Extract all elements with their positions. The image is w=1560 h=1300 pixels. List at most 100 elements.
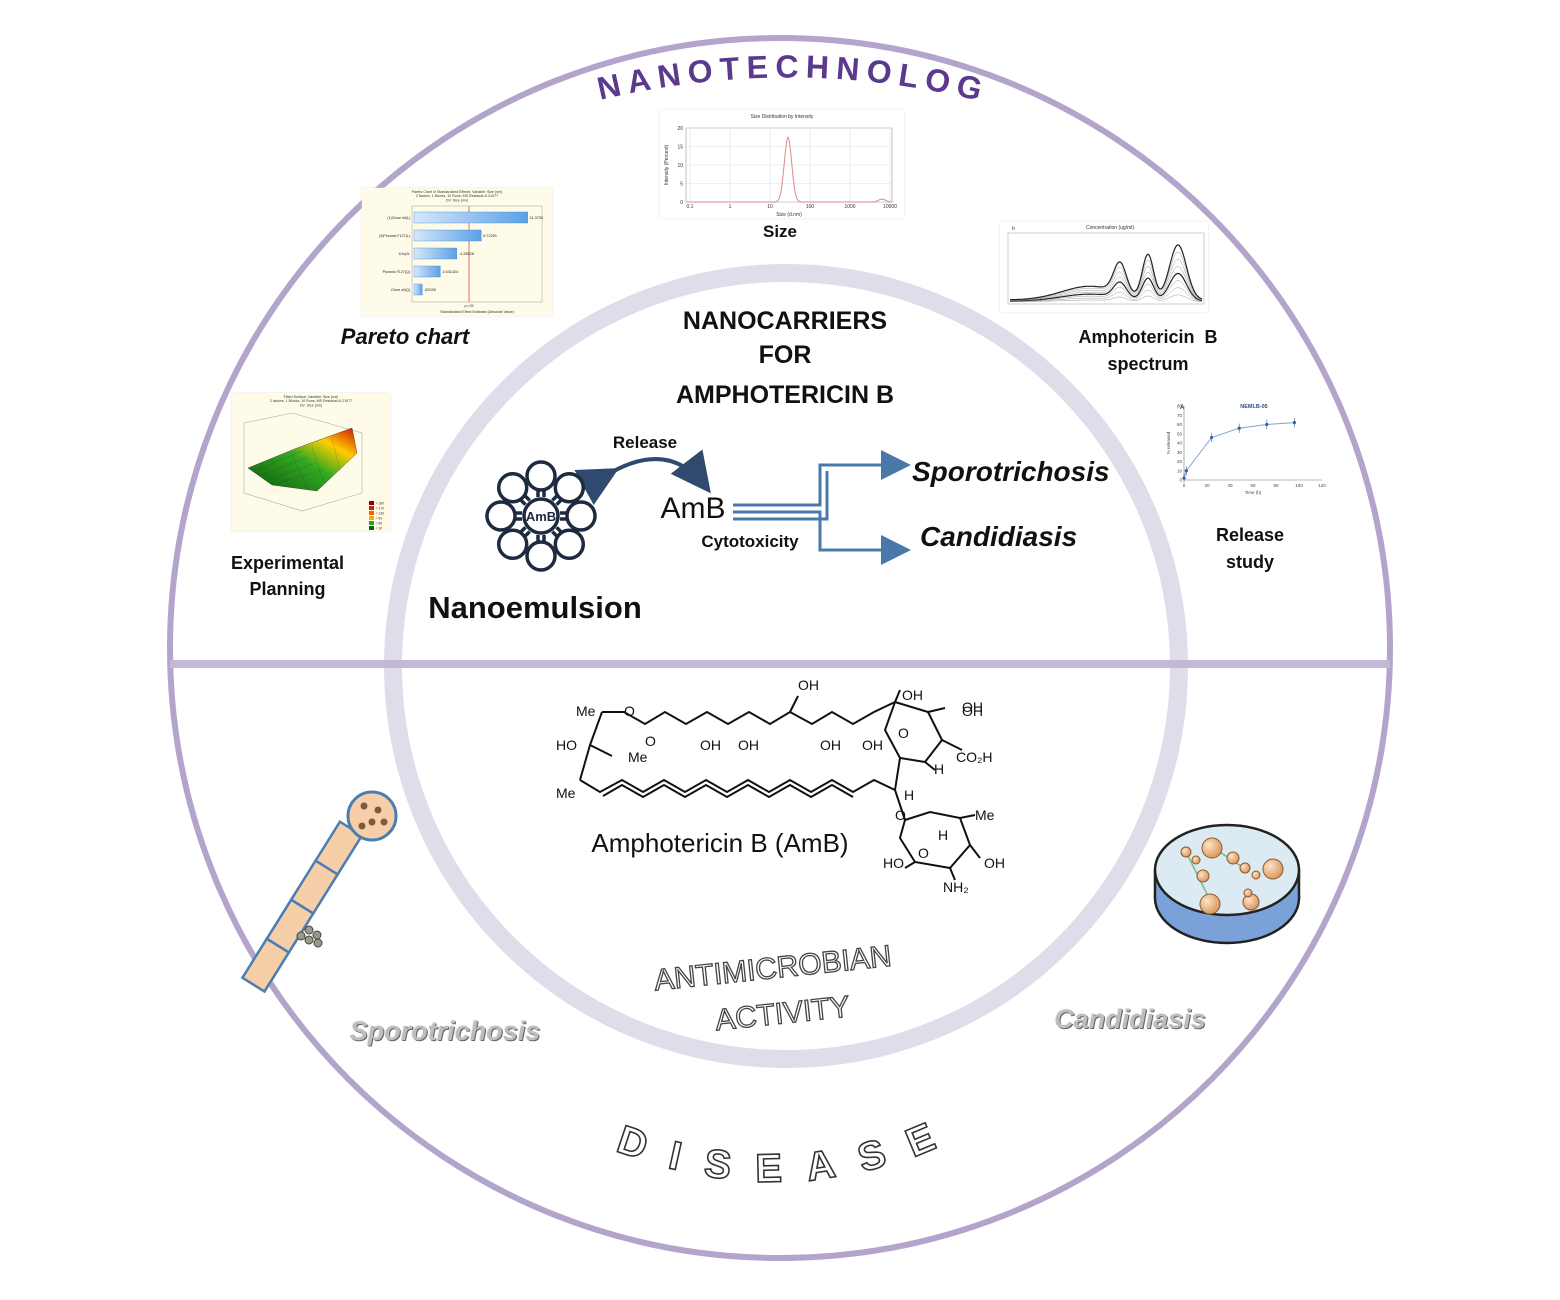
molecule-atom: OH: [820, 737, 841, 753]
release-xtick: 0: [1183, 483, 1186, 488]
pareto-chart-plot: Pareto Chart of Standardized Effects; Va…: [379, 190, 543, 314]
spectrum-series-line: [1010, 294, 1202, 302]
size-ytick: 0: [680, 200, 683, 206]
pareto-bar-value: 11.3702: [530, 216, 543, 220]
svg-text:ACTIVITY: ACTIVITY: [714, 990, 852, 1037]
nanocarriers-title-line-1: NANOCARRIERS: [682, 307, 888, 335]
release-ytick: 40: [1177, 441, 1183, 446]
size-ytick: 20: [677, 126, 683, 132]
pareto-bar-value: .82039: [424, 288, 436, 292]
molecule-atom: HO: [883, 855, 904, 871]
release-point: [1184, 469, 1188, 473]
droplet-surfactant-head: [496, 528, 529, 561]
experimental-planning-caption: Experimental Planning: [200, 550, 375, 602]
fitted-surface-thumbnail: Fitted Surface; Variable: Size (nm)2 fac…: [232, 393, 390, 531]
size-xtick: 100: [806, 204, 815, 210]
target-sporotrichosis: Sporotrichosis: [912, 456, 1110, 487]
surface-title-line: Fitted Surface; Variable: Size (nm): [284, 395, 339, 399]
release-point: [1237, 426, 1241, 430]
release-ytick: 30: [1177, 450, 1183, 455]
release-xtick: 120: [1318, 483, 1326, 488]
droplet-surfactant-head: [553, 471, 586, 504]
nanoemulsion-droplet-icon: [485, 460, 597, 572]
target-candidiasis: Candidiasis: [920, 521, 1078, 552]
pareto-bar: [413, 211, 528, 224]
pareto-bar: [413, 265, 441, 278]
spectrum-series-line: [1009, 280, 1203, 302]
molecule-atom: HO: [556, 737, 577, 753]
pareto-bar-value: 6.72291: [483, 234, 497, 238]
molecule-atom: NH₂: [943, 879, 969, 895]
size-xtick: 1000: [844, 204, 855, 210]
size-plot-xlabel: Size (d.nm): [776, 212, 802, 218]
surface-legend-label: < 170: [376, 506, 385, 510]
release-xtick: 80: [1273, 483, 1279, 488]
release-ytick: 70: [1177, 413, 1183, 418]
spectrum-panel-letter: b: [1012, 226, 1015, 232]
disease-candidiasis-label: Candidiasis: [1054, 1004, 1206, 1034]
release-xtick: 100: [1295, 483, 1303, 488]
pareto-chart-thumbnail: Pareto Chart of Standardized Effects; Va…: [362, 188, 552, 316]
release-ytick: 20: [1177, 459, 1183, 464]
candidiasis-petri-dish-icon: [1153, 823, 1301, 945]
molecule-atom: Me: [576, 703, 596, 719]
spectrum-caption-line-2: spectrum: [1107, 354, 1189, 374]
size-distribution-curve: [686, 136, 893, 203]
horizontal-divider: [170, 660, 1390, 668]
spectrum-plot: b Concentration (ug/ml): [1007, 225, 1205, 305]
droplet-surfactant-head: [525, 460, 557, 492]
spectrum-series-line: [1010, 266, 1203, 301]
release-ytick: 0: [1179, 478, 1182, 483]
nanocarriers-title-line-2: FOR: [758, 341, 812, 369]
molecule-caption: Amphotericin B (AmB): [591, 828, 849, 858]
size-xtick: 10000: [883, 204, 897, 210]
surface-legend-swatch: [369, 516, 374, 520]
size-distribution-plot: Size Distribution by Intensity 20151050 …: [664, 114, 897, 218]
release-xtick: 60: [1250, 483, 1256, 488]
molecule-atom: OH: [984, 855, 1005, 871]
pareto-bar-value: -4.28526: [459, 252, 474, 256]
molecule-atom: OH: [962, 703, 983, 719]
molecule-atom: Me: [975, 807, 995, 823]
release-point: [1210, 435, 1214, 440]
surface-legend-label: < 10: [376, 526, 383, 530]
pareto-bar-label: (1)Clove oil(L): [387, 216, 410, 220]
molecule-atom: OH: [902, 687, 923, 703]
spectrum-series-line: [1010, 287, 1203, 302]
surface-legend-label: < 130: [376, 511, 385, 515]
release-ytick: 10: [1177, 468, 1183, 473]
amphotericin-molecule: [579, 689, 981, 881]
outer-ring: [167, 35, 1393, 1261]
molecule-atom: H: [938, 827, 948, 843]
pareto-title-line: 2 factors, 1 Blocks, 10 Runs; MS Residua…: [416, 194, 498, 198]
molecule-atom: O: [898, 725, 909, 741]
release-point: [1292, 421, 1296, 425]
size-ytick: 10: [677, 163, 683, 169]
release-xtick: 20: [1204, 483, 1210, 488]
pareto-caption: Pareto chart: [340, 324, 470, 349]
surface-legend-label: < 50: [376, 521, 383, 525]
droplet-surfactant-head: [525, 540, 557, 572]
release-xlabel: Time (h): [1245, 490, 1262, 495]
size-ytick: 5: [680, 182, 683, 188]
molecule-atom: O: [918, 845, 929, 861]
surface-legend-swatch: [369, 521, 374, 525]
surface-legend-swatch: [369, 501, 374, 505]
release-study-line-1: Release: [1215, 525, 1285, 545]
pareto-title-line: DV: Size (nm): [446, 198, 468, 202]
size-xtick: 0.1: [687, 204, 694, 210]
experimental-planning-line-2: Planning: [249, 579, 326, 599]
molecule-atom: Me: [628, 749, 648, 765]
molecule-atom: H: [904, 787, 914, 803]
size-xtick: 1: [729, 204, 732, 210]
nanotechnology-title: NANOTECHNOLOGY: [0, 0, 993, 109]
release-ytick: 60: [1177, 422, 1183, 427]
release-study-line-2: study: [1225, 552, 1274, 572]
svg-text:ANTIMICROBIAN: ANTIMICROBIAN: [653, 940, 894, 998]
release-study-caption: Release study: [1190, 522, 1310, 576]
cytotoxicity-label: Cytotoxicity: [701, 532, 799, 551]
